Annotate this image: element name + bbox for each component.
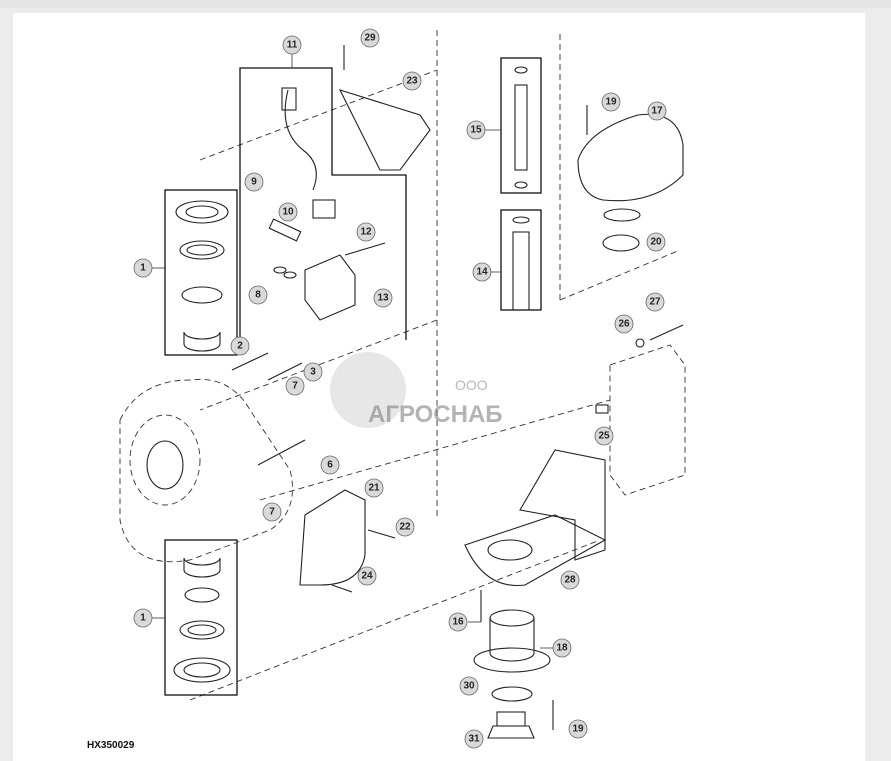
- callout-label: 30: [463, 681, 475, 692]
- steering-arm: [464, 449, 607, 587]
- callout-21: 21: [364, 478, 384, 498]
- callout-label: 8: [255, 290, 261, 301]
- callout-10: 10: [278, 202, 298, 222]
- cover-bracket: [338, 89, 431, 171]
- seal-rings-top: [175, 200, 229, 352]
- callout-label: 29: [364, 33, 376, 44]
- watermark: ООО АГРОСНАБ: [330, 352, 503, 428]
- callout-label: 11: [287, 40, 298, 51]
- callout-label: 12: [360, 227, 372, 238]
- watermark-prefix: ООО: [455, 377, 488, 393]
- bolt-2: [231, 352, 269, 371]
- top-bar: [0, 0, 891, 8]
- kingpin-assembly: [473, 590, 554, 739]
- callout-13: 13: [373, 288, 393, 308]
- mounting-bracket: [299, 489, 366, 586]
- pin-6: [257, 439, 306, 466]
- seal-kit-frame-top: [164, 189, 238, 356]
- callout-8: 8: [248, 285, 268, 305]
- watermark-company: АГРОСНАБ: [368, 401, 503, 428]
- callout-label: 3: [310, 367, 316, 378]
- callout-7: 7: [285, 376, 305, 396]
- callout-label: 13: [377, 293, 389, 304]
- callout-label: 28: [564, 575, 576, 586]
- top-cover: [577, 105, 684, 252]
- callout-31: 31: [464, 729, 484, 749]
- diagram-sheet: [13, 13, 865, 761]
- callout-label: 1: [140, 613, 146, 624]
- callout-14: 14: [472, 262, 492, 282]
- callout-30: 30: [459, 676, 479, 696]
- callout-label: 31: [468, 734, 480, 745]
- callout-label: 22: [399, 522, 411, 533]
- callout-1: 1: [133, 608, 153, 628]
- callout-19: 19: [601, 92, 621, 112]
- assembly-outline: [189, 30, 681, 701]
- callout-label: 27: [649, 297, 661, 308]
- callout-label: 19: [572, 724, 584, 735]
- callout-20: 20: [646, 232, 666, 252]
- callout-label: 9: [251, 177, 257, 188]
- bolt-24: [331, 584, 353, 593]
- drawing-code: HX350029: [87, 740, 135, 751]
- callout-label: 15: [470, 125, 482, 136]
- callout-layer: 1123677891011121314151617181919202122232…: [133, 28, 667, 749]
- callout-label: 14: [476, 267, 488, 278]
- callout-label: 7: [292, 381, 298, 392]
- callout-label: 23: [406, 76, 418, 87]
- callout-label: 26: [618, 319, 630, 330]
- sensor-kit-frame: [239, 67, 407, 340]
- callout-26: 26: [614, 314, 634, 334]
- callout-label: 1: [140, 263, 146, 274]
- callout-label: 6: [327, 460, 333, 471]
- callout-label: 16: [452, 617, 464, 628]
- callout-24: 24: [357, 566, 377, 586]
- callout-28: 28: [560, 570, 580, 590]
- callout-16: 16: [448, 612, 468, 632]
- callout-1: 1: [133, 258, 153, 278]
- bolt-3: [267, 362, 303, 381]
- axle-housing: [119, 378, 293, 563]
- callout-25: 25: [594, 426, 614, 446]
- callout-7: 7: [262, 502, 282, 522]
- seal-rings-bottom: [173, 557, 231, 683]
- tube-kit-frame: [500, 57, 542, 194]
- pipe-frame: [500, 209, 542, 311]
- sensor-kit: [268, 87, 386, 321]
- callout-label: 7: [269, 507, 275, 518]
- callout-19: 19: [568, 719, 588, 739]
- callout-22: 22: [395, 517, 415, 537]
- callout-3: 3: [303, 362, 323, 382]
- callout-23: 23: [402, 71, 422, 91]
- callout-2: 2: [230, 336, 250, 356]
- callout-label: 24: [361, 571, 373, 582]
- callout-9: 9: [244, 172, 264, 192]
- callout-15: 15: [466, 120, 486, 140]
- callout-27: 27: [645, 292, 665, 312]
- callout-label: 10: [282, 207, 294, 218]
- callout-label: 21: [368, 483, 380, 494]
- callout-label: 19: [605, 97, 617, 108]
- callout-label: 2: [237, 341, 243, 352]
- callout-29: 29: [360, 28, 380, 48]
- callout-12: 12: [356, 222, 376, 242]
- callout-label: 18: [556, 643, 568, 654]
- side-plate: [595, 324, 686, 496]
- callout-17: 17: [647, 101, 667, 121]
- callout-18: 18: [552, 638, 572, 658]
- callout-6: 6: [320, 455, 340, 475]
- bolt-22: [367, 529, 396, 539]
- callout-label: 25: [598, 431, 610, 442]
- callout-11: 11: [282, 35, 302, 55]
- tube-parts: [512, 66, 530, 311]
- seal-kit-frame-bottom: [164, 539, 238, 696]
- callout-label: 17: [651, 106, 663, 117]
- callout-label: 20: [650, 237, 662, 248]
